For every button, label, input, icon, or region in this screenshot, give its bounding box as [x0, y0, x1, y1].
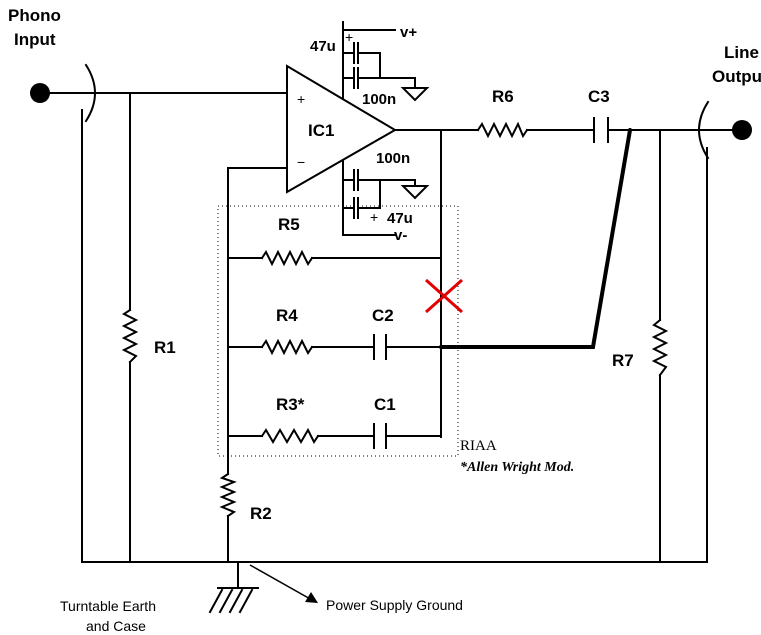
opamp-inverting-sign: − — [297, 154, 305, 170]
decoupling-caps-top — [353, 42, 359, 89]
allen-wright-mod-label: *Allen Wright Mod. — [460, 460, 574, 475]
resistor-r5 — [260, 249, 314, 267]
r4-label: R4 — [276, 306, 298, 325]
r7-label: R7 — [612, 351, 634, 370]
resistor-r1 — [121, 308, 139, 364]
cap-47u-top-label: 47u — [310, 38, 336, 55]
opamp-ic1 — [286, 64, 397, 194]
c1-label: C1 — [374, 395, 396, 414]
resistor-r3 — [260, 427, 320, 444]
ground-symbol-top — [400, 87, 430, 102]
c3-label: C3 — [588, 87, 610, 106]
cap-plus-bottom-sign: + — [370, 209, 378, 225]
line-output-label-2: Output — [712, 67, 761, 86]
cap-100n-bottom-label: 100n — [376, 150, 410, 167]
turntable-earth-label-2: and Case — [86, 618, 146, 634]
v-minus-label: v- — [394, 227, 407, 244]
resistor-r6 — [476, 121, 529, 139]
line-output-connector — [698, 100, 752, 160]
wires — [39, 21, 743, 589]
earth-ground-symbol — [208, 587, 259, 614]
ground-symbol-bottom — [400, 185, 430, 200]
v-plus-label: v+ — [400, 24, 417, 41]
resistor-r4 — [260, 338, 314, 356]
turntable-earth-label-1: Turntable Earth — [60, 598, 156, 614]
power-ground-arrow — [249, 564, 318, 603]
phono-input-label-1: Phono — [8, 6, 61, 25]
r1-label: R1 — [154, 338, 176, 357]
phono-input-label-2: Input — [14, 30, 56, 49]
opamp-noninverting-sign: + — [297, 91, 305, 107]
power-supply-ground-label: Power Supply Ground — [326, 597, 463, 613]
removed-connection-cross — [425, 278, 463, 314]
ic1-label: IC1 — [308, 121, 334, 140]
phono-input-connector — [30, 63, 96, 123]
capacitor-c2 — [373, 334, 387, 360]
resistor-r2 — [219, 472, 237, 518]
resistor-r7 — [651, 318, 669, 377]
decoupling-caps-bottom — [353, 169, 359, 219]
cap-100n-top-label: 100n — [362, 91, 396, 108]
c2-label: C2 — [372, 306, 394, 325]
modification-wire — [439, 128, 632, 349]
cap-plus-top-sign: + — [345, 29, 353, 45]
capacitor-c3 — [593, 117, 609, 143]
r6-label: R6 — [492, 87, 514, 106]
r2-label: R2 — [250, 504, 272, 523]
riaa-network-box — [217, 205, 459, 457]
r5-label: R5 — [278, 215, 300, 234]
cap-47u-bottom-label: 47u — [387, 210, 413, 227]
line-output-label-1: Line — [724, 43, 759, 62]
capacitor-c1 — [373, 423, 387, 449]
riaa-label: RIAA — [460, 438, 497, 454]
r3-label: R3* — [276, 395, 305, 414]
